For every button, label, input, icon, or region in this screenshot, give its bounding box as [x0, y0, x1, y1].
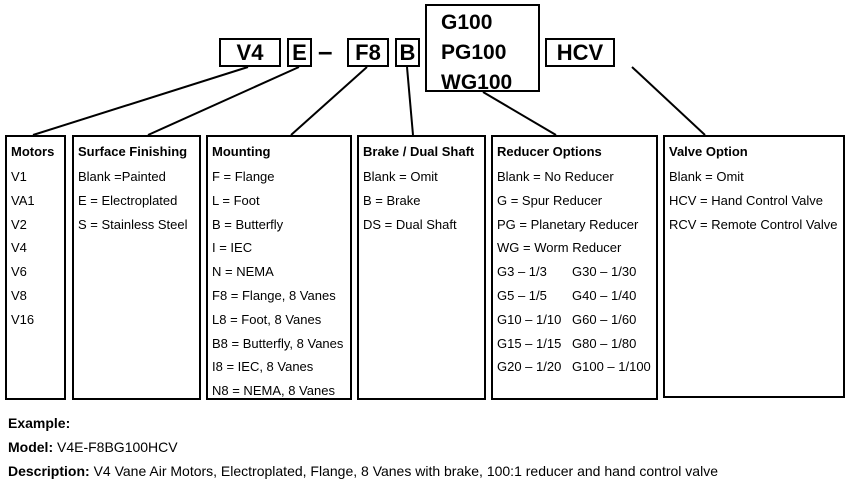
list-item: B = Butterfly — [212, 216, 284, 232]
list-item: L8 = Foot, 8 Vanes — [212, 311, 322, 327]
ratio-row: G5 – 1/5 G40 – 1/40 — [497, 284, 652, 308]
list-item: L = Foot — [212, 192, 260, 208]
ratio-cell: G20 – 1/20 — [497, 359, 562, 375]
column-title-motors: Motors — [11, 144, 55, 159]
list-item: Blank =Painted — [78, 169, 166, 184]
connector-surface — [147, 66, 300, 136]
column-mounting: Mounting F = Flange L = Foot B = Butterf… — [206, 135, 352, 400]
list-item: WG = Worm Reducer — [497, 240, 622, 256]
column-title-brake: Brake / Dual Shaft — [363, 144, 475, 159]
list-item: PG = Planetary Reducer — [497, 216, 639, 232]
connector-reducer — [482, 91, 557, 136]
list-item: V4 — [11, 240, 27, 256]
list-item: F = Flange — [212, 169, 275, 184]
list-item: N8 = NEMA, 8 Vanes — [212, 383, 335, 399]
code-reducer-g: G100 — [441, 11, 493, 34]
list-item: F8 = Flange, 8 Vanes — [212, 287, 336, 303]
list-item: G = Spur Reducer — [497, 192, 603, 208]
code-valve: HCV — [545, 38, 615, 67]
code-reducer-pg: PG100 — [441, 41, 507, 64]
list-item: B8 = Butterfly, 8 Vanes — [212, 335, 344, 351]
column-title-mounting: Mounting — [212, 144, 271, 159]
column-title-reducer: Reducer Options — [497, 144, 602, 159]
list-item: VA1 — [11, 192, 35, 208]
ratio-cell: G15 – 1/15 — [497, 335, 562, 351]
list-item: Blank = No Reducer — [497, 169, 614, 184]
code-surface: E — [287, 38, 312, 67]
column-surface: Surface Finishing Blank =Painted E = Ele… — [72, 135, 201, 400]
connector-brake — [406, 66, 414, 136]
ratio-cell: G40 – 1/40 — [572, 287, 637, 303]
column-title-valve: Valve Option — [669, 144, 748, 159]
code-dash: – — [318, 36, 333, 66]
code-brake: B — [395, 38, 420, 67]
ratio-cell: G3 – 1/3 — [497, 264, 547, 280]
example-model-label: Model: — [8, 439, 54, 455]
list-item: S = Stainless Steel — [78, 216, 188, 232]
list-item: I = IEC — [212, 240, 253, 256]
ratio-row: G3 – 1/3 G30 – 1/30 — [497, 260, 652, 284]
list-item: V16 — [11, 311, 35, 327]
code-motor: V4 — [219, 38, 281, 67]
ratio-cell: G100 – 1/100 — [572, 359, 651, 375]
code-reducer-stack: G100 PG100 WG100 — [425, 4, 540, 94]
column-title-surface: Surface Finishing — [78, 144, 188, 159]
list-item: V6 — [11, 264, 27, 280]
list-item: V8 — [11, 287, 27, 303]
list-item: I8 = IEC, 8 Vanes — [212, 359, 314, 375]
example-heading: Example: — [8, 415, 70, 432]
column-valve: Valve Option Blank = Omit HCV = Hand Con… — [663, 135, 845, 398]
ratio-row: G10 – 1/10 G60 – 1/60 — [497, 308, 652, 332]
column-motors: Motors V1 VA1 V2 V4 V6 V8 V16 — [5, 135, 66, 400]
list-item: V2 — [11, 216, 27, 232]
list-item: V1 — [11, 169, 27, 184]
example-heading-label: Example: — [8, 415, 71, 431]
ratio-cell: G60 – 1/60 — [572, 311, 637, 327]
list-item: Blank = Omit — [363, 169, 438, 184]
list-item: Blank = Omit — [669, 169, 744, 184]
ratio-cell: G10 – 1/10 — [497, 311, 562, 327]
ratio-cell: G80 – 1/80 — [572, 335, 637, 351]
column-brake: Brake / Dual Shaft Blank = Omit B = Brak… — [357, 135, 486, 400]
list-item: B = Brake — [363, 192, 421, 208]
list-item: HCV = Hand Control Valve — [669, 192, 824, 208]
ratio-row: G15 – 1/15 G80 – 1/80 — [497, 332, 652, 356]
ratio-cell: G30 – 1/30 — [572, 264, 637, 280]
connector-valve — [631, 66, 706, 136]
list-item: N = NEMA — [212, 264, 274, 280]
column-reducer: Reducer Options Blank = No Reducer G = S… — [491, 135, 658, 400]
example-model: Model: V4E-F8BG100HCV — [8, 439, 178, 456]
ratio-cell: G5 – 1/5 — [497, 287, 547, 303]
code-reducer-wg: WG100 — [441, 71, 513, 94]
example-description-value: V4 Vane Air Motors, Electroplated, Flang… — [89, 463, 718, 479]
example-description-label: Description: — [8, 463, 90, 479]
example-model-value: V4E-F8BG100HCV — [53, 439, 178, 455]
list-item: E = Electroplated — [78, 192, 178, 208]
list-item: RCV = Remote Control Valve — [669, 216, 838, 232]
connector-mounting — [290, 66, 368, 136]
example-description: Description: V4 Vane Air Motors, Electro… — [8, 463, 718, 480]
ratio-row: G20 – 1/20 G100 – 1/100 — [497, 355, 652, 379]
code-mounting: F8 — [347, 38, 389, 67]
connector-motor — [32, 66, 249, 136]
list-item: DS = Dual Shaft — [363, 216, 457, 232]
